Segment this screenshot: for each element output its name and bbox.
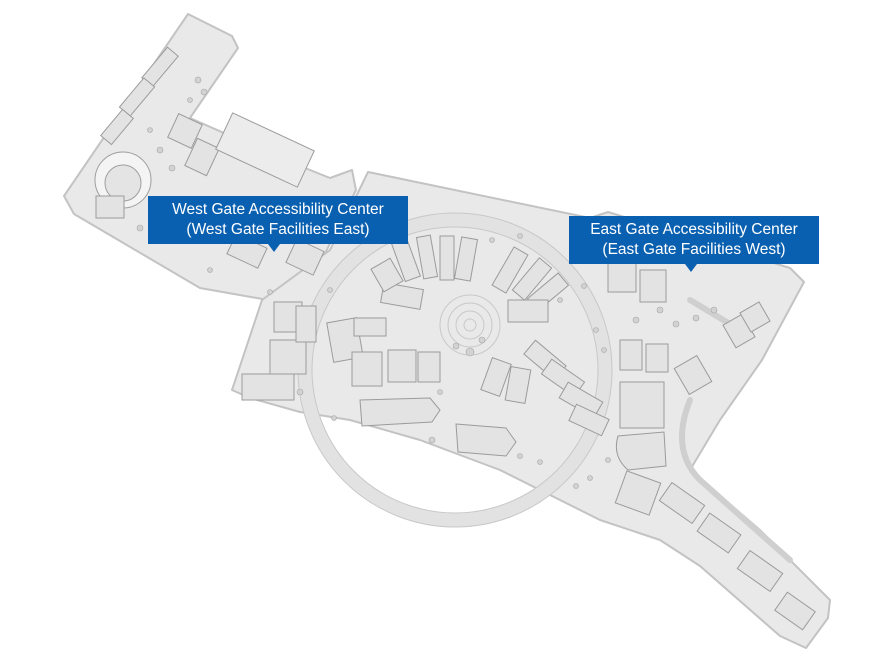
buildings [95, 46, 816, 631]
west-callout-line2: (West Gate Facilities East) [186, 221, 370, 238]
east-callout-line2: (East Gate Facilities West) [602, 241, 786, 258]
west-gate-accessibility-callout[interactable]: West Gate Accessibility Center (West Gat… [148, 196, 408, 252]
east-callout-line1: East Gate Accessibility Center [590, 221, 798, 238]
east-gate-accessibility-callout[interactable]: East Gate Accessibility Center (East Gat… [569, 216, 819, 272]
west-rotunda [94, 151, 152, 209]
park-walkways [63, 13, 831, 649]
central-hub [439, 294, 501, 356]
landscaping [136, 76, 718, 489]
west-callout-line1: West Gate Accessibility Center [172, 201, 384, 218]
